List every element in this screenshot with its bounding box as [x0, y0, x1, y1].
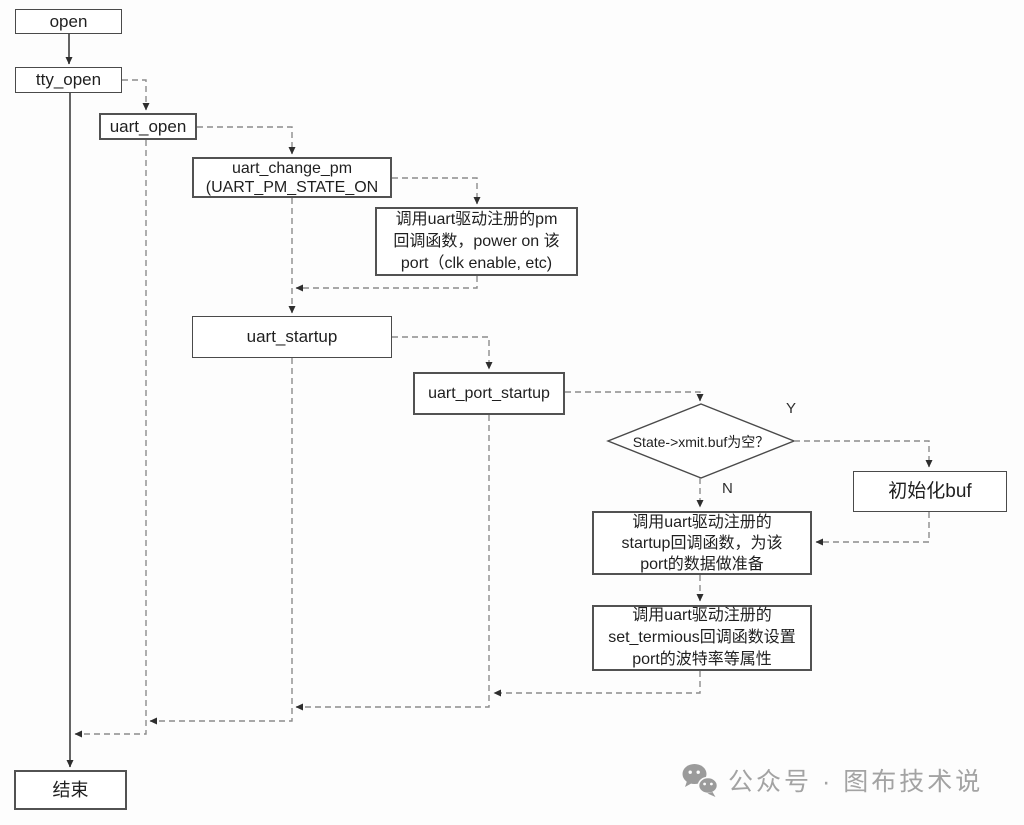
edge-decision-yes-to-init-buf: [794, 440, 933, 468]
node-tty-open: tty_open: [15, 67, 122, 93]
watermark: 公众号 · 图布技术说: [681, 762, 983, 798]
wechat-icon: [681, 762, 719, 798]
node-uart-open: uart_open: [99, 113, 197, 140]
watermark-text: 公众号 · 图布技术说: [728, 768, 984, 796]
edge-pm-callback-return: [295, 276, 478, 292]
node-uart-startup: uart_startup: [192, 316, 392, 358]
node-xmit-buf-decision-label: State->xmit.buf为空？: [632, 434, 770, 450]
node-end: 结束: [14, 770, 127, 810]
edge-tty-open-to-uart-open: [122, 79, 150, 111]
node-uart-port-startup: uart_port_startup: [413, 372, 565, 415]
edge-uart-startup-to-uart-port-startup: [392, 336, 493, 370]
edge-uart-change-pm-to-pm-callback: [392, 177, 481, 205]
node-open: open: [15, 9, 122, 34]
branch-label-yes: Y: [786, 400, 797, 417]
edge-init-buf-to-startup-callback: [815, 512, 930, 546]
node-startup-callback-note: 调用uart驱动注册的 startup回调函数，为该 port的数据做准备: [592, 511, 812, 575]
decision-diamond: [606, 403, 796, 479]
edge-uart-startup-return: [149, 358, 293, 725]
branch-label-no: N: [722, 480, 733, 497]
edge-uart-port-startup-to-decision: [565, 391, 704, 402]
edge-set-termios-return: [493, 671, 701, 697]
node-uart-change-pm: uart_change_pm (UART_PM_STATE_ON: [192, 157, 392, 198]
edge-uart-open-return: [74, 140, 147, 738]
node-pm-callback-note: 调用uart驱动注册的pm 回调函数，power on 该 port（clk e…: [375, 207, 578, 276]
node-init-buf: 初始化buf: [853, 471, 1007, 512]
edge-uart-open-to-uart-change-pm: [197, 126, 296, 155]
node-set-termios-note: 调用uart驱动注册的 set_termious回调函数设置 port的波特率等…: [592, 605, 812, 671]
edge-uart-port-startup-return: [295, 415, 490, 711]
